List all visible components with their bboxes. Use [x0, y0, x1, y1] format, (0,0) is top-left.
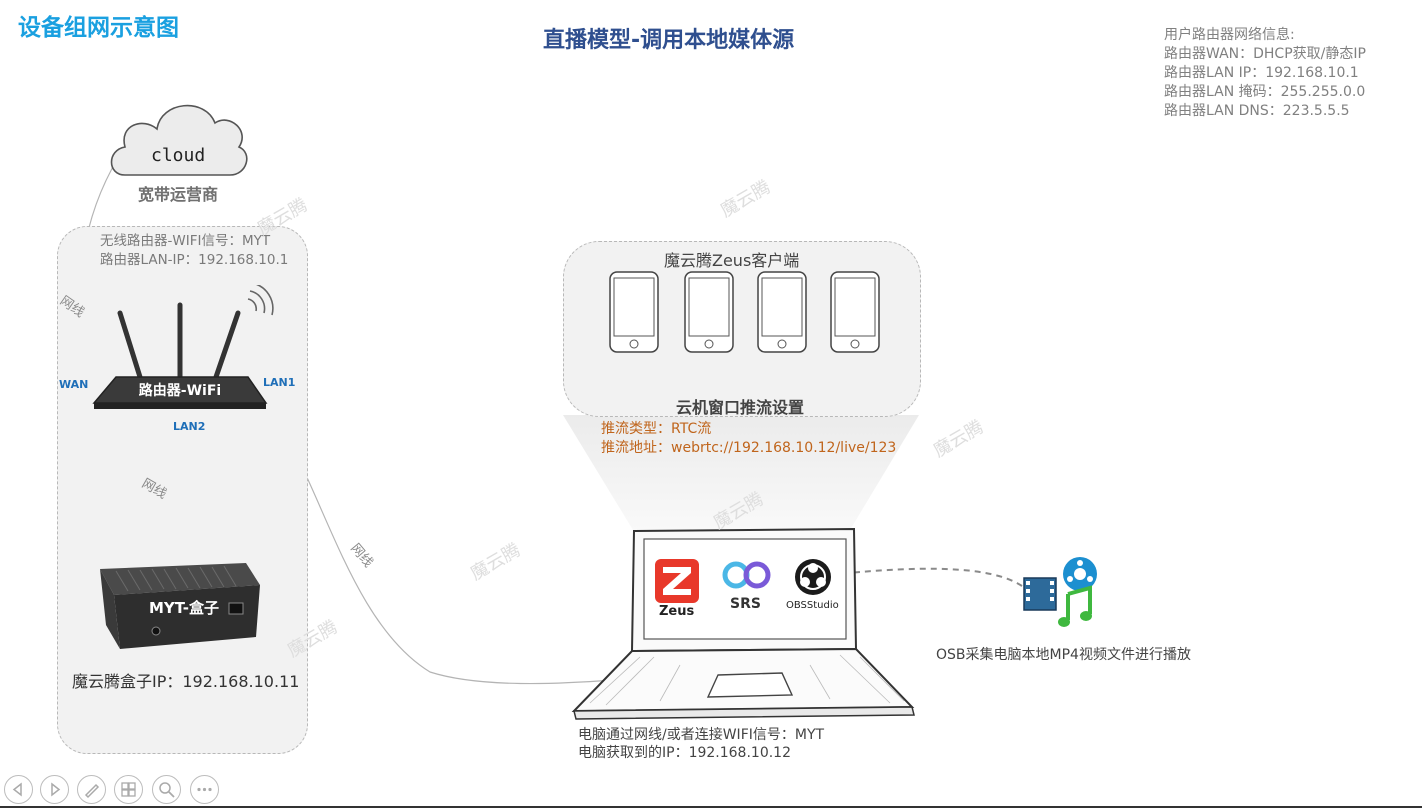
- zeus-app-icon[interactable]: [655, 559, 699, 603]
- diagram-title: 直播模型-调用本地媒体源: [543, 28, 795, 53]
- wifi-ssid-line: 无线路由器-WIFI信号：MYT: [100, 233, 271, 249]
- srs-app-label: SRS: [730, 596, 761, 612]
- zeus-client-title: 魔云腾Zeus客户端: [664, 251, 800, 270]
- more-button[interactable]: [190, 775, 219, 804]
- more-icon: [197, 787, 212, 792]
- zoom-icon: [159, 782, 175, 798]
- router-info-lan-ip: 路由器LAN IP：192.168.10.1: [1164, 65, 1359, 81]
- cloud-icon: cloud: [110, 104, 248, 176]
- router-info-wan: 路由器WAN：DHCP获取/静态IP: [1164, 46, 1366, 62]
- push-url-line: 推流地址：webrtc://192.168.10.12/live/123: [601, 440, 897, 456]
- push-settings: 推流类型：RTC流 推流地址：webrtc://192.168.10.12/li…: [601, 420, 896, 458]
- bottom-divider: [0, 806, 1422, 808]
- laptop-icon: [571, 527, 915, 720]
- router-label: 路由器-WiFi: [139, 382, 221, 399]
- lan2-port-label: LAN2: [173, 420, 206, 433]
- lan1-port-label: LAN1: [263, 376, 296, 389]
- zeus-app-label: Zeus: [659, 604, 695, 619]
- zoom-button[interactable]: [152, 775, 181, 804]
- obs-app-icon[interactable]: [794, 558, 832, 596]
- page-title: 设备组网示意图: [18, 15, 179, 41]
- myt-box-label: MYT-盒子: [149, 599, 219, 617]
- dashed-media-arrow: [837, 567, 1023, 587]
- pc-connection-line: 电脑通过网线/或者连接WIFI信号：MYT: [578, 727, 825, 743]
- router-lan-ip-line: 路由器LAN-IP：192.168.10.1: [100, 252, 289, 268]
- prev-icon: [12, 782, 22, 797]
- router-info-heading: 用户路由器网络信息:: [1164, 27, 1295, 43]
- wan-port-label: WAN: [59, 378, 89, 391]
- media-caption: OSB采集电脑本地MP4视频文件进行播放: [936, 647, 1191, 663]
- pc-info: 电脑通过网线/或者连接WIFI信号：MYT 电脑获取到的IP：192.168.1…: [578, 726, 824, 762]
- phone-icon: [684, 271, 734, 353]
- myt-box-device: MYT-盒子: [100, 563, 260, 649]
- phone-icon: [609, 271, 659, 353]
- projection-beam: [563, 415, 919, 530]
- wifi-router-icon: 路由器-WiFi: [92, 285, 274, 409]
- phone-icon: [830, 271, 880, 353]
- push-setting-title: 云机窗口推流设置: [676, 398, 805, 417]
- srs-app-icon[interactable]: [720, 559, 774, 593]
- next-icon: [51, 782, 61, 797]
- router-info-mask: 路由器LAN 掩码：255.255.0.0: [1164, 84, 1366, 100]
- pen-button[interactable]: [77, 775, 106, 804]
- pc-ip-line: 电脑获取到的IP：192.168.10.12: [578, 745, 791, 761]
- push-type-line: 推流类型：RTC流: [601, 421, 712, 437]
- phone-icon: [757, 271, 807, 353]
- slides-icon: [121, 782, 136, 797]
- router-network-info: 用户路由器网络信息: 路由器WAN：DHCP获取/静态IP 路由器LAN IP：…: [1164, 26, 1366, 121]
- media-file-icon: [1023, 557, 1097, 627]
- prev-slide-button[interactable]: [4, 775, 33, 804]
- isp-label: 宽带运营商: [138, 185, 219, 204]
- obs-app-label: OBSStudio: [786, 600, 839, 611]
- wifi-signal-icon: [247, 285, 274, 316]
- next-slide-button[interactable]: [40, 775, 69, 804]
- cloud-text: cloud: [151, 145, 205, 166]
- router-info-dns: 路由器LAN DNS：223.5.5.5: [1164, 103, 1350, 119]
- pen-icon: [84, 783, 100, 799]
- slides-button[interactable]: [114, 775, 143, 804]
- wifi-router-info: 无线路由器-WIFI信号：MYT 路由器LAN-IP：192.168.10.1: [100, 232, 288, 270]
- myt-box-ip: 魔云腾盒子IP：192.168.10.11: [72, 672, 300, 691]
